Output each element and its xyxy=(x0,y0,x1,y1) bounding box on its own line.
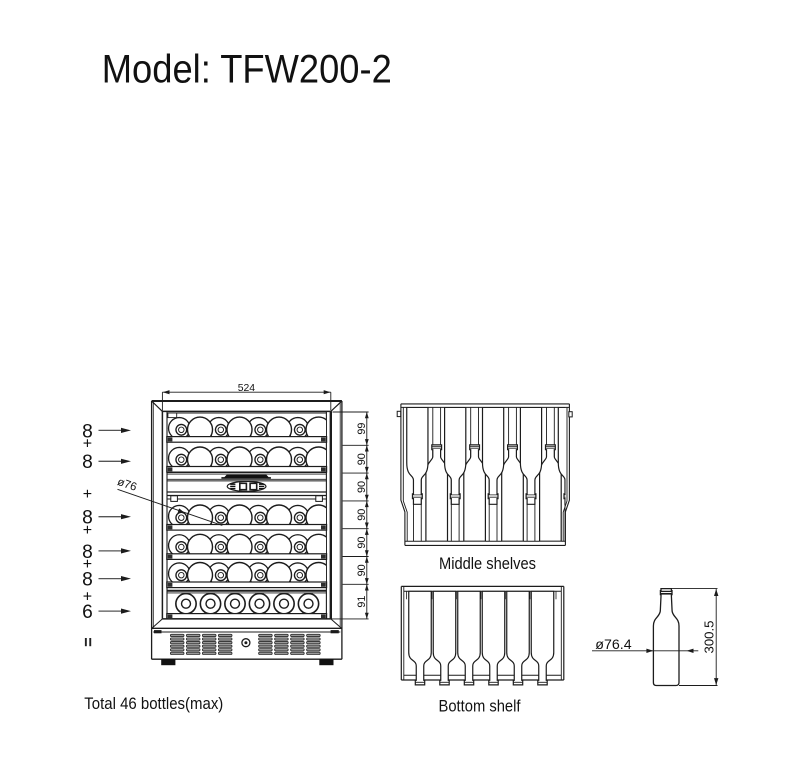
svg-text:+: + xyxy=(83,556,92,573)
svg-text:90: 90 xyxy=(356,537,368,549)
svg-text:91: 91 xyxy=(356,596,368,608)
svg-text:90: 90 xyxy=(356,481,368,493)
svg-text:ø76.4: ø76.4 xyxy=(595,637,631,653)
svg-text:Bottom shelf: Bottom shelf xyxy=(439,697,521,715)
svg-text:524: 524 xyxy=(238,383,256,394)
svg-text:99: 99 xyxy=(356,423,368,435)
svg-text:Model: TFW200-2: Model: TFW200-2 xyxy=(102,47,392,91)
svg-text:90: 90 xyxy=(356,453,368,465)
svg-text:Total 46 bottles(max): Total 46 bottles(max) xyxy=(84,695,223,713)
svg-text:Middle shelves: Middle shelves xyxy=(439,555,536,573)
svg-text:90: 90 xyxy=(356,564,368,576)
svg-text:+: + xyxy=(83,486,92,503)
svg-text:8: 8 xyxy=(82,508,93,529)
svg-text:300.5: 300.5 xyxy=(702,620,717,653)
svg-text:+: + xyxy=(83,522,92,539)
svg-text:8: 8 xyxy=(82,542,93,563)
svg-text:8: 8 xyxy=(82,452,93,473)
svg-text:8: 8 xyxy=(82,570,93,591)
svg-text:8: 8 xyxy=(82,421,93,442)
svg-text:6: 6 xyxy=(82,602,93,623)
svg-text:90: 90 xyxy=(356,509,368,521)
svg-text:+: + xyxy=(83,589,92,606)
svg-text:+: + xyxy=(83,436,92,453)
